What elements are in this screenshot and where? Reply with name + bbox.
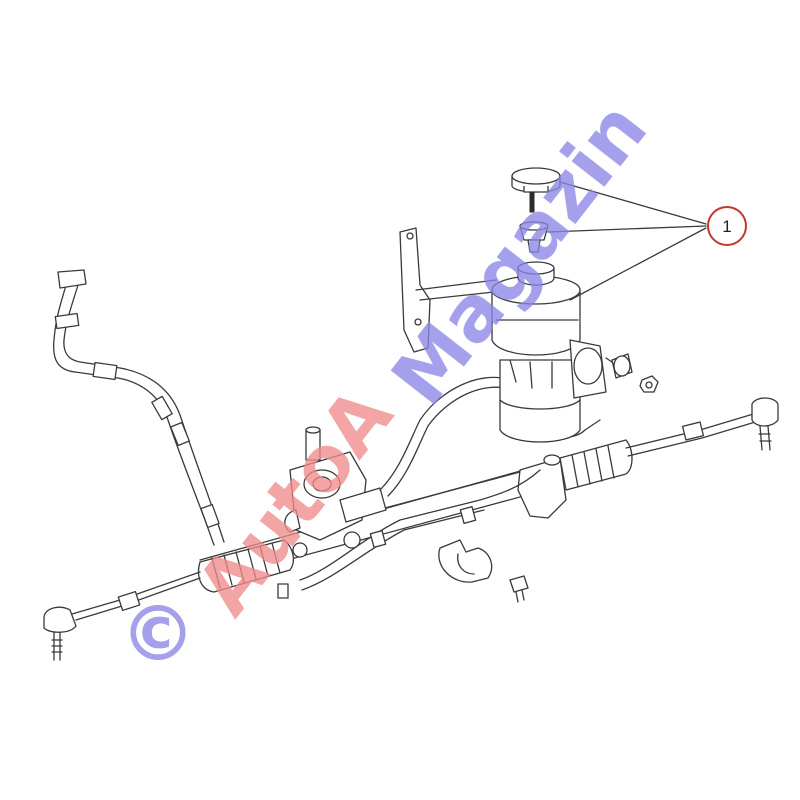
pump-reservoir-assembly [491,261,607,443]
watermark-copyright-symbol: © [120,589,196,678]
return-hose [52,269,225,546]
reservoir-cap [511,167,561,213]
callout-1: 1 [707,206,747,246]
nut [639,375,659,393]
left-bellows-boot [197,539,295,593]
callout-label: 1 [722,217,731,236]
rubber-mount [605,353,633,379]
right-bellows-boot [559,439,633,491]
bolt [509,575,529,603]
callout-leaders [547,181,707,301]
left-tie-rod [43,571,201,661]
steering-rack [197,439,633,593]
mounting-bracket [399,227,497,353]
hose-clamp [438,539,493,583]
pinion-valve-housing [284,426,387,558]
reservoir-filter [519,221,549,253]
right-tie-rod [625,397,779,457]
